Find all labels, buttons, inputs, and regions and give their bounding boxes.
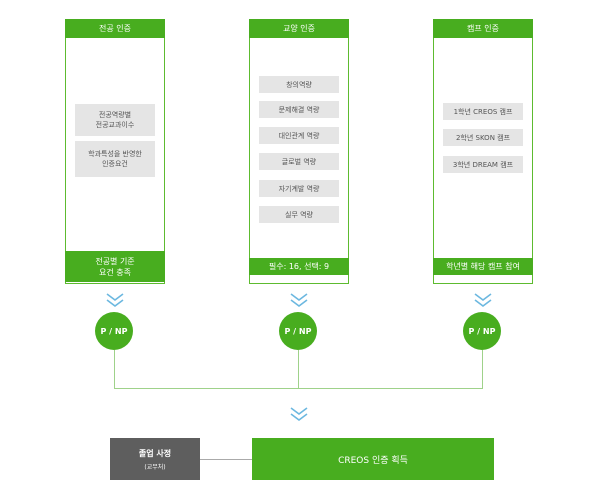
list-item: 대인관계 역량 (259, 127, 339, 144)
connector-line (114, 388, 483, 389)
list-item: 글로벌 역량 (259, 153, 339, 170)
list-item: 1학년 CREOS 캠프 (443, 103, 523, 120)
list-item: 전공역량별 전공교과이수 (75, 104, 155, 136)
connector-line (114, 350, 115, 388)
column-title: 캠프 인증 (433, 19, 533, 38)
chevron-down-icon (290, 293, 308, 307)
list-item: 학과특성을 반영한 인증요건 (75, 141, 155, 177)
list-item: 3학년 DREAM 캠프 (443, 156, 523, 173)
graduation-subtitle: (교무처) (144, 463, 166, 471)
column-footer: 학년별 해당 캠프 참여 (433, 258, 533, 275)
column-title: 전공 인증 (65, 19, 165, 38)
connector-line (200, 459, 252, 460)
pass-fail-badge: P / NP (463, 312, 501, 350)
connector-line (482, 350, 483, 388)
column-footer: 필수: 16, 선택: 9 (249, 258, 349, 275)
chevron-down-icon (106, 293, 124, 307)
list-item: 자기계발 역량 (259, 180, 339, 197)
list-item: 2학년 SKON 캠프 (443, 129, 523, 146)
graduation-review-box: 졸업 사정 (교무처) (110, 438, 200, 480)
creos-certification-box: CREOS 인증 획득 (252, 438, 494, 480)
graduation-title: 졸업 사정 (138, 448, 172, 458)
column-title: 교양 인증 (249, 19, 349, 38)
column-footer: 전공별 기준 요건 충족 (65, 251, 165, 282)
pass-fail-badge: P / NP (279, 312, 317, 350)
chevron-down-icon (474, 293, 492, 307)
chevron-down-icon (290, 407, 308, 421)
connector-line (298, 350, 299, 388)
pass-fail-badge: P / NP (95, 312, 133, 350)
list-item: 실무 역량 (259, 206, 339, 223)
list-item: 창의역량 (259, 76, 339, 93)
list-item: 문제해결 역량 (259, 101, 339, 118)
